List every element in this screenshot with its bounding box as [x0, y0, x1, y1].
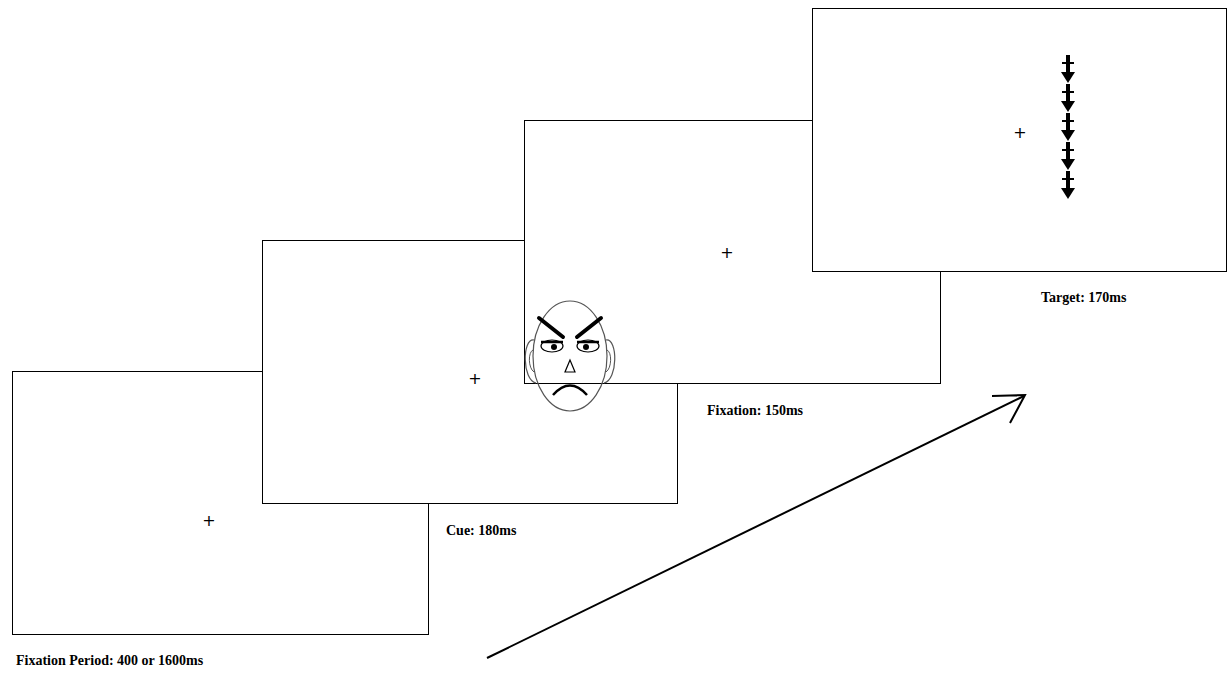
time-arrow — [487, 395, 1025, 658]
fixation-cross: + — [1013, 125, 1026, 141]
frame-caption: Fixation Period: 400 or 1600ms — [16, 653, 203, 669]
target-arrows — [1061, 55, 1075, 199]
fixation-cross: + — [468, 371, 481, 387]
angry-face — [525, 301, 615, 411]
frame-caption: Fixation: 150ms — [707, 403, 803, 419]
frame-caption: Target: 170ms — [1041, 290, 1126, 306]
fixation-cross: + — [720, 245, 733, 261]
screen-frame: +Target: 170ms — [812, 8, 1227, 272]
frame-caption: Cue: 180ms — [446, 523, 516, 539]
fixation-cross: + — [202, 513, 215, 529]
